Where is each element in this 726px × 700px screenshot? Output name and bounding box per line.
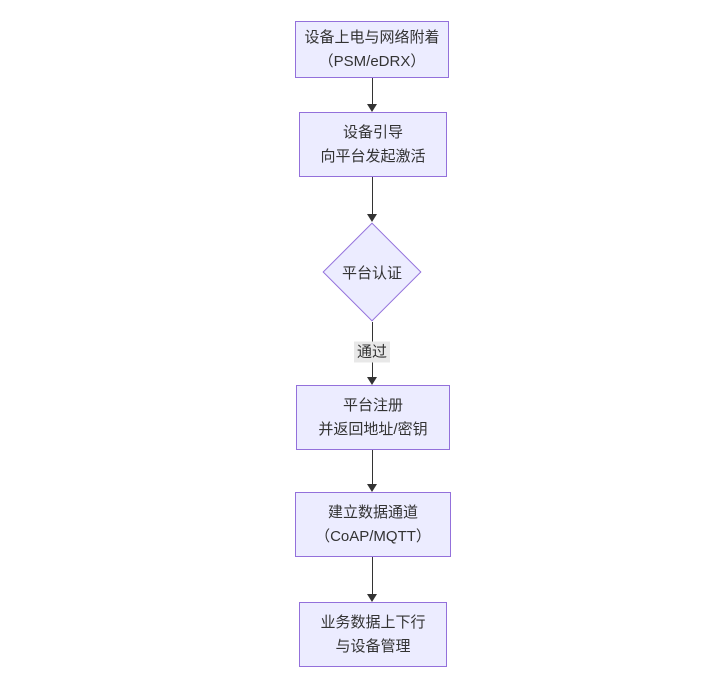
node-business-data: 业务数据上下行 与设备管理 — [299, 602, 447, 667]
node-bootstrap: 设备引导 向平台发起激活 — [299, 112, 447, 177]
edge-line-2 — [371, 177, 373, 214]
edge-line-1 — [371, 78, 373, 104]
node-label-line-2: 与设备管理 — [335, 637, 411, 655]
node-power-attach: 设备上电与网络附着 （PSM/eDRX） — [295, 21, 449, 78]
node-business-data-label: 业务数据上下行 与设备管理 — [320, 611, 425, 659]
node-label-line-1: 业务数据上下行 — [320, 613, 426, 631]
node-data-channel-label: 建立数据通道 （CoAP/MQTT） — [315, 501, 431, 549]
node-label-line-1: 设备上电与网络附着 — [304, 28, 440, 46]
node-label-line-2: （PSM/eDRX） — [318, 52, 426, 70]
arrowhead-down-icon — [367, 594, 377, 602]
node-power-attach-label: 设备上电与网络附着 （PSM/eDRX） — [304, 26, 439, 74]
node-label-line-1: 平台注册 — [342, 396, 403, 414]
arrowhead-down-icon — [367, 104, 377, 112]
node-label-line-2: 向平台发起激活 — [320, 147, 426, 165]
decision-platform-auth: 平台认证 — [322, 222, 422, 322]
node-label-line-1: 建立数据通道 — [327, 503, 418, 521]
arrowhead-down-icon — [367, 214, 377, 222]
decision-platform-auth-label: 平台认证 — [341, 264, 402, 282]
node-data-channel: 建立数据通道 （CoAP/MQTT） — [295, 492, 451, 557]
arrowhead-down-icon — [367, 484, 377, 492]
node-label-line-2: 并返回地址/密钥 — [318, 420, 428, 438]
arrowhead-down-icon — [367, 377, 377, 385]
edge-line-4 — [371, 450, 373, 484]
node-register: 平台注册 并返回地址/密钥 — [296, 385, 450, 450]
node-label-line-1: 设备引导 — [342, 123, 403, 141]
node-label-line-2: （CoAP/MQTT） — [315, 527, 431, 545]
node-register-label: 平台注册 并返回地址/密钥 — [318, 394, 427, 442]
edge-line-5 — [371, 557, 373, 594]
node-bootstrap-label: 设备引导 向平台发起激活 — [320, 121, 425, 169]
edge-label-pass: 通过 — [353, 341, 391, 363]
